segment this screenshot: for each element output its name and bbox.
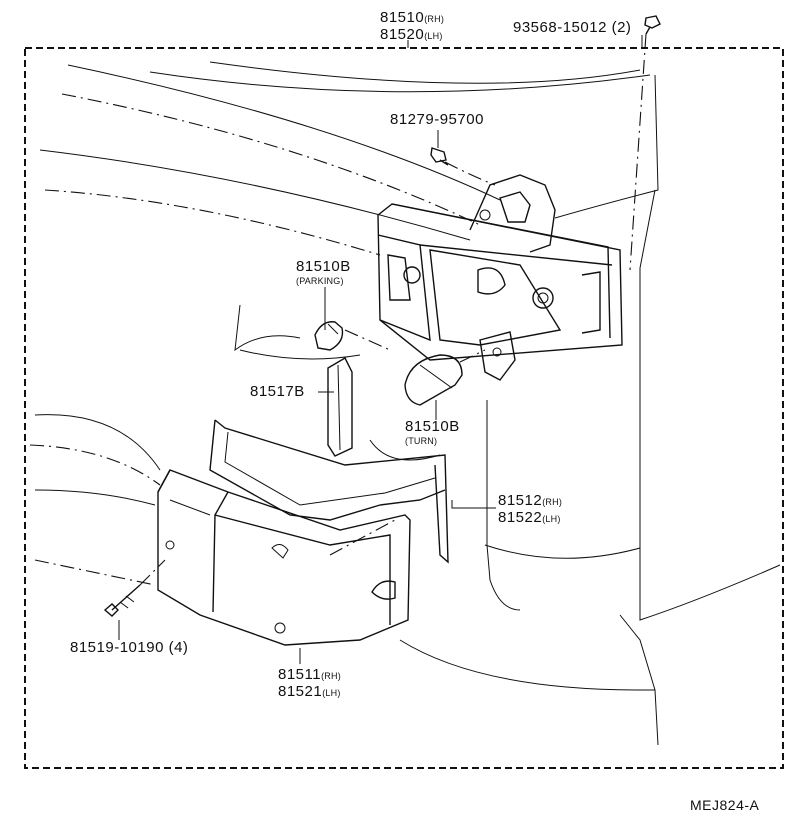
mount-screw-drawing — [430, 147, 496, 186]
part-mount-screw-label: 81279-95700 — [390, 111, 484, 128]
part-parking-bulb-label: 81510B (PARKING) — [296, 258, 351, 287]
vehicle-body-lines — [29, 61, 781, 746]
leader-lines — [118, 35, 643, 664]
gasket-drawing — [209, 419, 449, 564]
part-lens-label: 81511(RH) 81521(LH) — [278, 666, 341, 700]
drawing-code: MEJ824-A — [690, 797, 760, 813]
side-screw-drawing — [629, 15, 661, 271]
part-socket-label: 81517B — [250, 383, 305, 400]
part-assembly-label: 81510(RH) 81520(LH) — [380, 9, 445, 43]
part-side-screw-label: 93568-15012 (2) — [513, 19, 632, 36]
lamp-housing — [377, 174, 623, 381]
part-turn-bulb-label: 81510B (TURN) — [405, 418, 460, 447]
lens-drawing — [157, 469, 411, 646]
lens-screw-drawing — [103, 559, 166, 617]
parking-bulb-drawing — [314, 321, 391, 351]
part-lens-screw-label: 81519-10190 (4) — [70, 639, 189, 656]
turn-bulb-drawing — [404, 349, 486, 406]
diagram-frame — [24, 47, 784, 769]
socket-drawing — [327, 357, 353, 457]
part-gasket-label: 81512(RH) 81522(LH) — [498, 492, 563, 526]
